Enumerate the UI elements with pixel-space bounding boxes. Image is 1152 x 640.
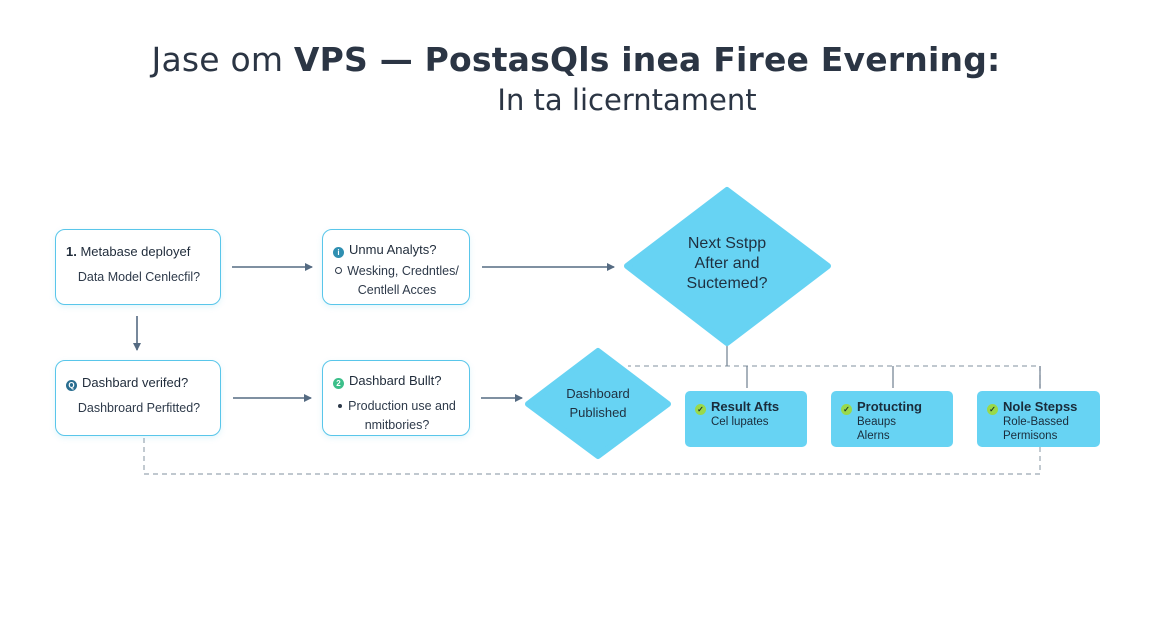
step-analytics: i Unmu Analyts? Wesking, Credntles/ Centl… <box>322 229 470 305</box>
step-heading: Unmu Analyts? <box>349 242 437 257</box>
step-dashboard-verified: Q Dashbard verifed? Dashbroard Perfitted? <box>55 360 221 436</box>
step-heading: Metabase deployef <box>80 244 191 259</box>
step-body: Data Model Cenlecfil? <box>77 270 201 284</box>
step-body: Dashbroard Perfitted? <box>77 401 201 415</box>
title-light: Jase om <box>151 40 294 79</box>
step-line: Production use and <box>348 399 456 413</box>
decision-label-dashboard-published: Dashboard Published <box>566 386 630 420</box>
result-tile-nole-stepss: ✓Nole Stepss Role-Bassed Permisons <box>977 391 1100 447</box>
step-heading: Dashbard Bullt? <box>349 373 442 388</box>
check-circle-icon: ✓ <box>987 404 998 415</box>
bullet-icon <box>335 267 343 274</box>
info-icon: i <box>333 247 344 258</box>
decision-diamond-dashboard-published <box>525 348 671 459</box>
check-circle-icon: 2 <box>333 378 344 389</box>
check-circle-icon: ✓ <box>841 404 852 415</box>
step-line: nmitbories? <box>364 418 430 432</box>
result-tile-result-afts: ✓Result Afts Cel lupates <box>685 391 807 447</box>
bullet-icon <box>338 404 343 408</box>
page-title: Jase om VPS — PostasQls inea Firee Evern… <box>0 40 1152 79</box>
result-tile-protucting: ✓Protucting Beaups Alerns <box>831 391 953 447</box>
step-line: Wesking, Credntles/ <box>347 264 459 278</box>
step-metabase-deployed: 1. Metabase deployef Data Model Cenlecfi… <box>55 229 221 305</box>
step-heading: Dashbard verifed? <box>82 375 189 390</box>
step-line: Centlell Acces <box>357 283 437 297</box>
connector-d1-tiles <box>726 344 1041 388</box>
decision-label-next-step: Next Sstpp After and Suctemed? <box>686 235 768 292</box>
search-icon: Q <box>66 380 77 391</box>
step-dashboard-built: 2 Dashbard Bullt? Production use and nmit… <box>322 360 470 436</box>
decision-diamond-next-step <box>624 187 831 346</box>
page-subtitle: In ta licerntament <box>497 83 757 117</box>
title-bold: VPS — PostasQls inea Firee Everning: <box>293 40 1001 79</box>
dashed-feedback-loop <box>143 365 1041 475</box>
check-circle-icon: ✓ <box>695 404 706 415</box>
step-number: 1. <box>66 244 77 259</box>
